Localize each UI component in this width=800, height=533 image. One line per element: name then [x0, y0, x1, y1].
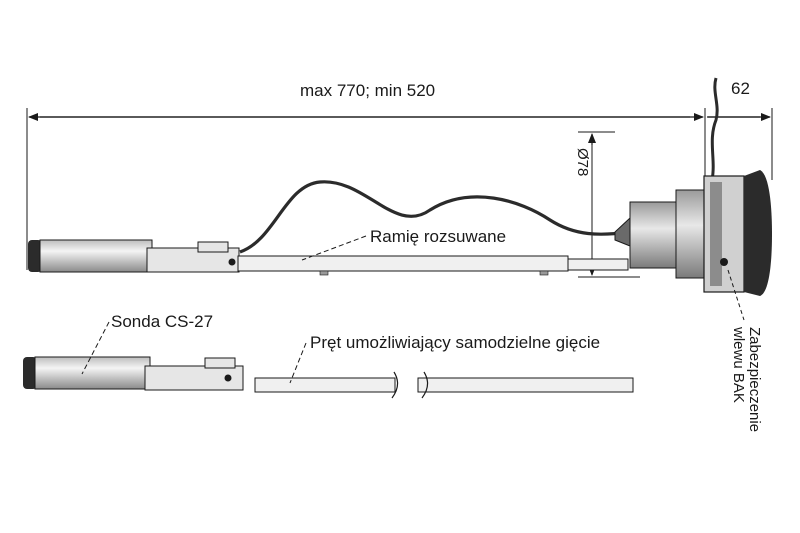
head-width-dimension-label: 62	[731, 79, 750, 98]
cap-label: Zabezpieczenie wlewu BAK	[730, 327, 763, 433]
upper-probe-assembly	[28, 77, 772, 321]
probe-label: Sonda CS-27	[111, 312, 214, 331]
diameter-dimension-label: Ø78	[574, 148, 591, 177]
cable	[239, 180, 631, 254]
arm-leader	[301, 235, 367, 261]
length-dimension-label: max 770; min 520	[300, 81, 436, 100]
rod-leader	[289, 342, 307, 384]
lower-probe-assembly	[23, 356, 634, 399]
cap-label-line1: Zabezpieczenie	[746, 327, 763, 433]
probe-leader	[81, 321, 110, 375]
cap-label-line2: wlewu BAK	[730, 327, 747, 403]
rod-label: Pręt umożliwiający samodzielne gięcie	[310, 333, 601, 352]
dimension-length	[26, 108, 706, 270]
arm-label: Ramię rozsuwane	[370, 227, 507, 246]
